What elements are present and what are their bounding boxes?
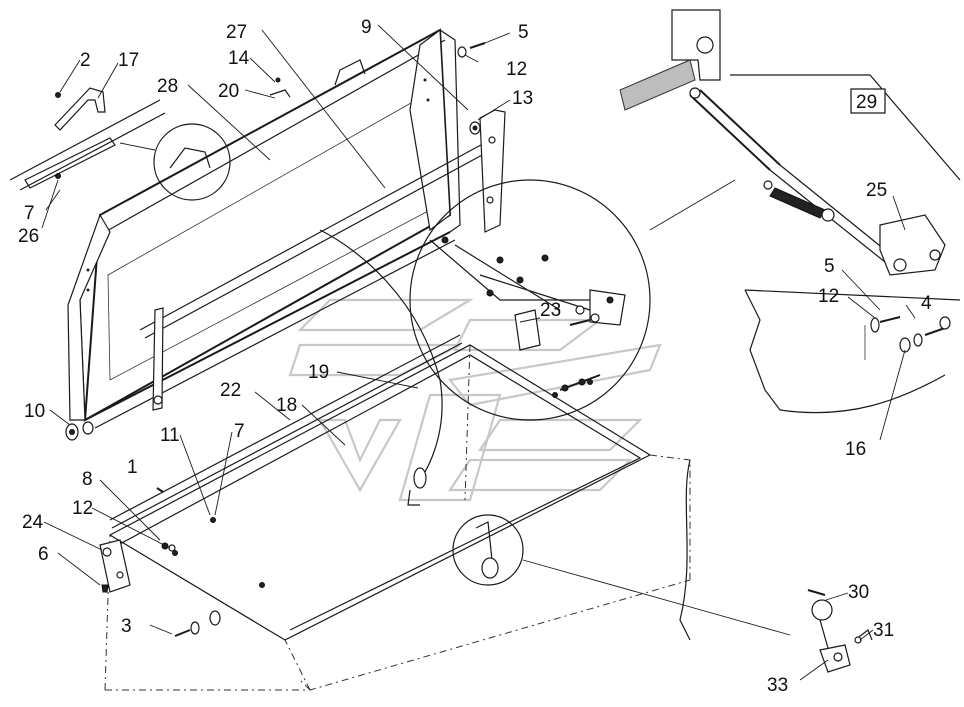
callout-3: 3 — [121, 616, 132, 637]
handle-detail-view — [9, 87, 231, 201]
callout-17: 17 — [118, 50, 139, 71]
callout-20: 20 — [218, 81, 239, 102]
corner-bracket — [99, 539, 131, 593]
callout-6: 6 — [38, 544, 49, 565]
callout-labels: 1 2 3 4 5 5 6 7 7 8 9 10 11 12 12 12 13 … — [18, 17, 932, 696]
callout-23: 23 — [540, 300, 561, 321]
callout-28: 28 — [157, 76, 178, 97]
callout-26: 26 — [18, 226, 39, 247]
callout-11: 11 — [160, 425, 180, 446]
callout-9: 9 — [361, 17, 372, 38]
latch-detail-view — [452, 514, 873, 673]
callout-16: 16 — [845, 439, 866, 460]
callout-12-top: 12 — [506, 59, 527, 80]
right-side-panel — [744, 289, 961, 414]
watermark-logo — [288, 298, 662, 502]
callout-22: 22 — [220, 380, 241, 401]
callout-19: 19 — [308, 362, 329, 383]
callout-5-right: 5 — [824, 256, 835, 277]
top-hinge-fasteners — [457, 42, 486, 135]
box-body — [104, 334, 691, 691]
callout-27: 27 — [226, 22, 247, 43]
lid-assembly — [65, 28, 506, 441]
callout-8: 8 — [82, 469, 93, 490]
callout-31: 31 — [873, 620, 894, 641]
callout-7-left: 7 — [24, 203, 35, 224]
hinge-detail-view — [409, 179, 736, 421]
lid-stay-detail — [619, 9, 961, 276]
lid-stay-cable — [319, 229, 443, 481]
small-clip-parts — [269, 77, 291, 98]
callout-5-top: 5 — [518, 22, 529, 43]
callout-30: 30 — [848, 582, 869, 603]
cable-eye — [413, 467, 427, 489]
callout-18: 18 — [276, 395, 297, 416]
callout-12-left: 12 — [72, 498, 93, 519]
callout-25: 25 — [866, 180, 887, 201]
callout-12-right: 12 — [818, 286, 839, 307]
callout-24: 24 — [22, 512, 44, 533]
callout-10: 10 — [24, 401, 45, 422]
callout-1: 1 — [127, 457, 138, 478]
callout-29: 29 — [856, 92, 877, 113]
callout-2: 2 — [80, 50, 91, 71]
fastener-set-front — [174, 610, 221, 637]
callout-14: 14 — [228, 48, 250, 69]
callout-13: 13 — [512, 88, 533, 109]
callout-33: 33 — [767, 675, 788, 696]
detail-29-frame — [850, 88, 886, 114]
callout-7-mid: 7 — [234, 421, 245, 442]
leader-lines — [41, 24, 916, 681]
callout-4: 4 — [921, 293, 932, 314]
